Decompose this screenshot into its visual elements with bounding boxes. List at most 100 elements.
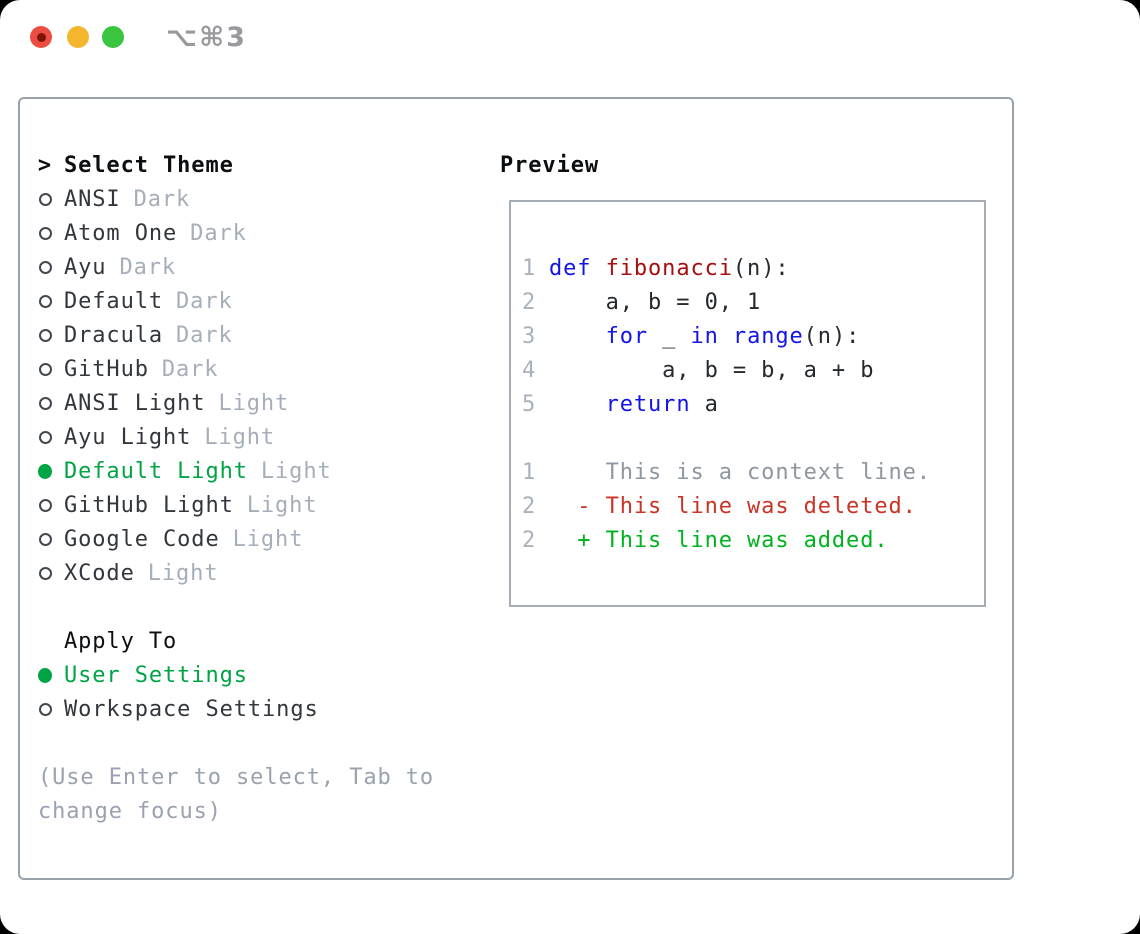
theme-variant-tag: Dark — [133, 186, 191, 212]
code-line: 2 + This line was added. — [522, 523, 984, 557]
line-number: 3 — [522, 323, 537, 349]
theme-option[interactable]: Default Dark — [38, 284, 434, 318]
line-number: 2 — [522, 493, 537, 519]
radio-icon — [38, 226, 52, 240]
theme-option[interactable]: Google Code Light — [38, 522, 434, 556]
option-label: ANSI Light — [64, 390, 206, 416]
code-line: 3 for _ in range(n): — [522, 319, 984, 353]
theme-option[interactable]: Dracula Dark — [38, 318, 434, 352]
theme-variant-tag: Light — [246, 492, 318, 518]
line-number: 1 — [522, 255, 537, 281]
apply-to-option[interactable]: User Settings — [38, 658, 434, 692]
theme-option[interactable]: XCode Light — [38, 556, 434, 590]
close-dot-icon — [36, 32, 46, 42]
preview-column: Preview — [500, 148, 599, 182]
theme-variant-tag: Light — [260, 458, 332, 484]
theme-variant-tag: Light — [204, 424, 276, 450]
spacer — [38, 590, 434, 624]
window-title-shortcut: ⌥⌘3 — [166, 22, 247, 53]
option-label: Workspace Settings — [64, 696, 319, 722]
radio-icon — [38, 328, 52, 342]
theme-option[interactable]: ANSI Dark — [38, 182, 434, 216]
option-label: GitHub Light — [64, 492, 234, 518]
option-label: Atom One — [64, 220, 178, 246]
option-label: GitHub — [64, 356, 149, 382]
option-label: Google Code — [64, 526, 220, 552]
code-text: for _ in range(n): — [605, 323, 861, 349]
option-label: Ayu Light — [64, 424, 192, 450]
code-line: 1 This is a context line. — [522, 455, 984, 489]
theme-option[interactable]: Default Light Light — [38, 454, 434, 488]
code-text: This is a context line. — [549, 459, 931, 485]
line-number: 1 — [522, 459, 537, 485]
close-button[interactable] — [30, 26, 52, 48]
theme-variant-tag: Dark — [190, 220, 247, 246]
option-label: Default — [64, 288, 164, 314]
radio-icon — [38, 498, 52, 512]
theme-option[interactable]: GitHub Light Light — [38, 488, 434, 522]
line-number: 2 — [522, 527, 537, 553]
theme-option[interactable]: Atom One Dark — [38, 216, 434, 250]
theme-option[interactable]: Ayu Light Light — [38, 420, 434, 454]
apply-to-option[interactable]: Workspace Settings — [38, 692, 434, 726]
radio-icon — [38, 362, 52, 376]
radio-selected-icon — [38, 463, 52, 479]
hint-line-2: change focus) — [38, 798, 222, 824]
option-label: User Settings — [64, 662, 248, 688]
radio-icon — [38, 430, 52, 444]
option-label: XCode — [64, 560, 135, 586]
code-line: 1 def fibonacci(n): — [522, 251, 984, 285]
code-text: + This line was added. — [549, 527, 889, 553]
code-line — [522, 421, 984, 455]
option-label: Ayu — [64, 254, 107, 280]
line-number: 2 — [522, 289, 537, 315]
theme-variant-tag: Dark — [119, 254, 177, 280]
preview-header: Preview — [500, 148, 599, 182]
radio-icon — [38, 566, 52, 580]
theme-variant-tag: Dark — [176, 288, 233, 314]
hint-line-1: (Use Enter to select, Tab to — [38, 764, 435, 790]
theme-variant-tag: Dark — [176, 322, 233, 348]
theme-variant-tag: Light — [147, 560, 219, 586]
radio-icon — [38, 294, 52, 308]
spacer — [38, 726, 434, 760]
minimize-button[interactable] — [67, 26, 89, 48]
option-label: Dracula — [64, 322, 164, 348]
code-line: 2 a, b = 0, 1 — [522, 285, 984, 319]
theme-option[interactable]: ANSI Light Light — [38, 386, 434, 420]
line-number: 5 — [522, 391, 537, 417]
option-label: Default Light — [64, 458, 248, 484]
select-theme-header: > Select Theme — [38, 148, 434, 182]
option-label: ANSI — [64, 186, 121, 212]
prompt-caret-icon: > — [37, 152, 53, 178]
radio-selected-icon — [38, 667, 52, 683]
code-line: 2 - This line was deleted. — [522, 489, 984, 523]
code-text: def fibonacci(n): — [549, 255, 790, 281]
line-number: 4 — [522, 357, 537, 383]
theme-variant-tag: Light — [232, 526, 304, 552]
radio-icon — [38, 260, 52, 274]
code-line: 5 return a — [522, 387, 984, 421]
radio-icon — [38, 532, 52, 546]
radio-icon — [38, 396, 52, 410]
apply-to-title: Apply To — [64, 628, 178, 654]
apply-to-header: Apply To — [38, 624, 434, 658]
radio-icon — [38, 702, 52, 716]
preview-title: Preview — [500, 152, 600, 178]
code-text: - This line was deleted. — [549, 493, 917, 519]
radio-icon — [38, 192, 52, 206]
theme-variant-tag: Light — [218, 390, 290, 416]
code-text: a, b = b, a + b — [549, 357, 875, 383]
code-line: 4 a, b = b, a + b — [522, 353, 984, 387]
code-text: a, b = 0, 1 — [549, 289, 762, 315]
maximize-button[interactable] — [102, 26, 124, 48]
theme-option[interactable]: Ayu Dark — [38, 250, 434, 284]
